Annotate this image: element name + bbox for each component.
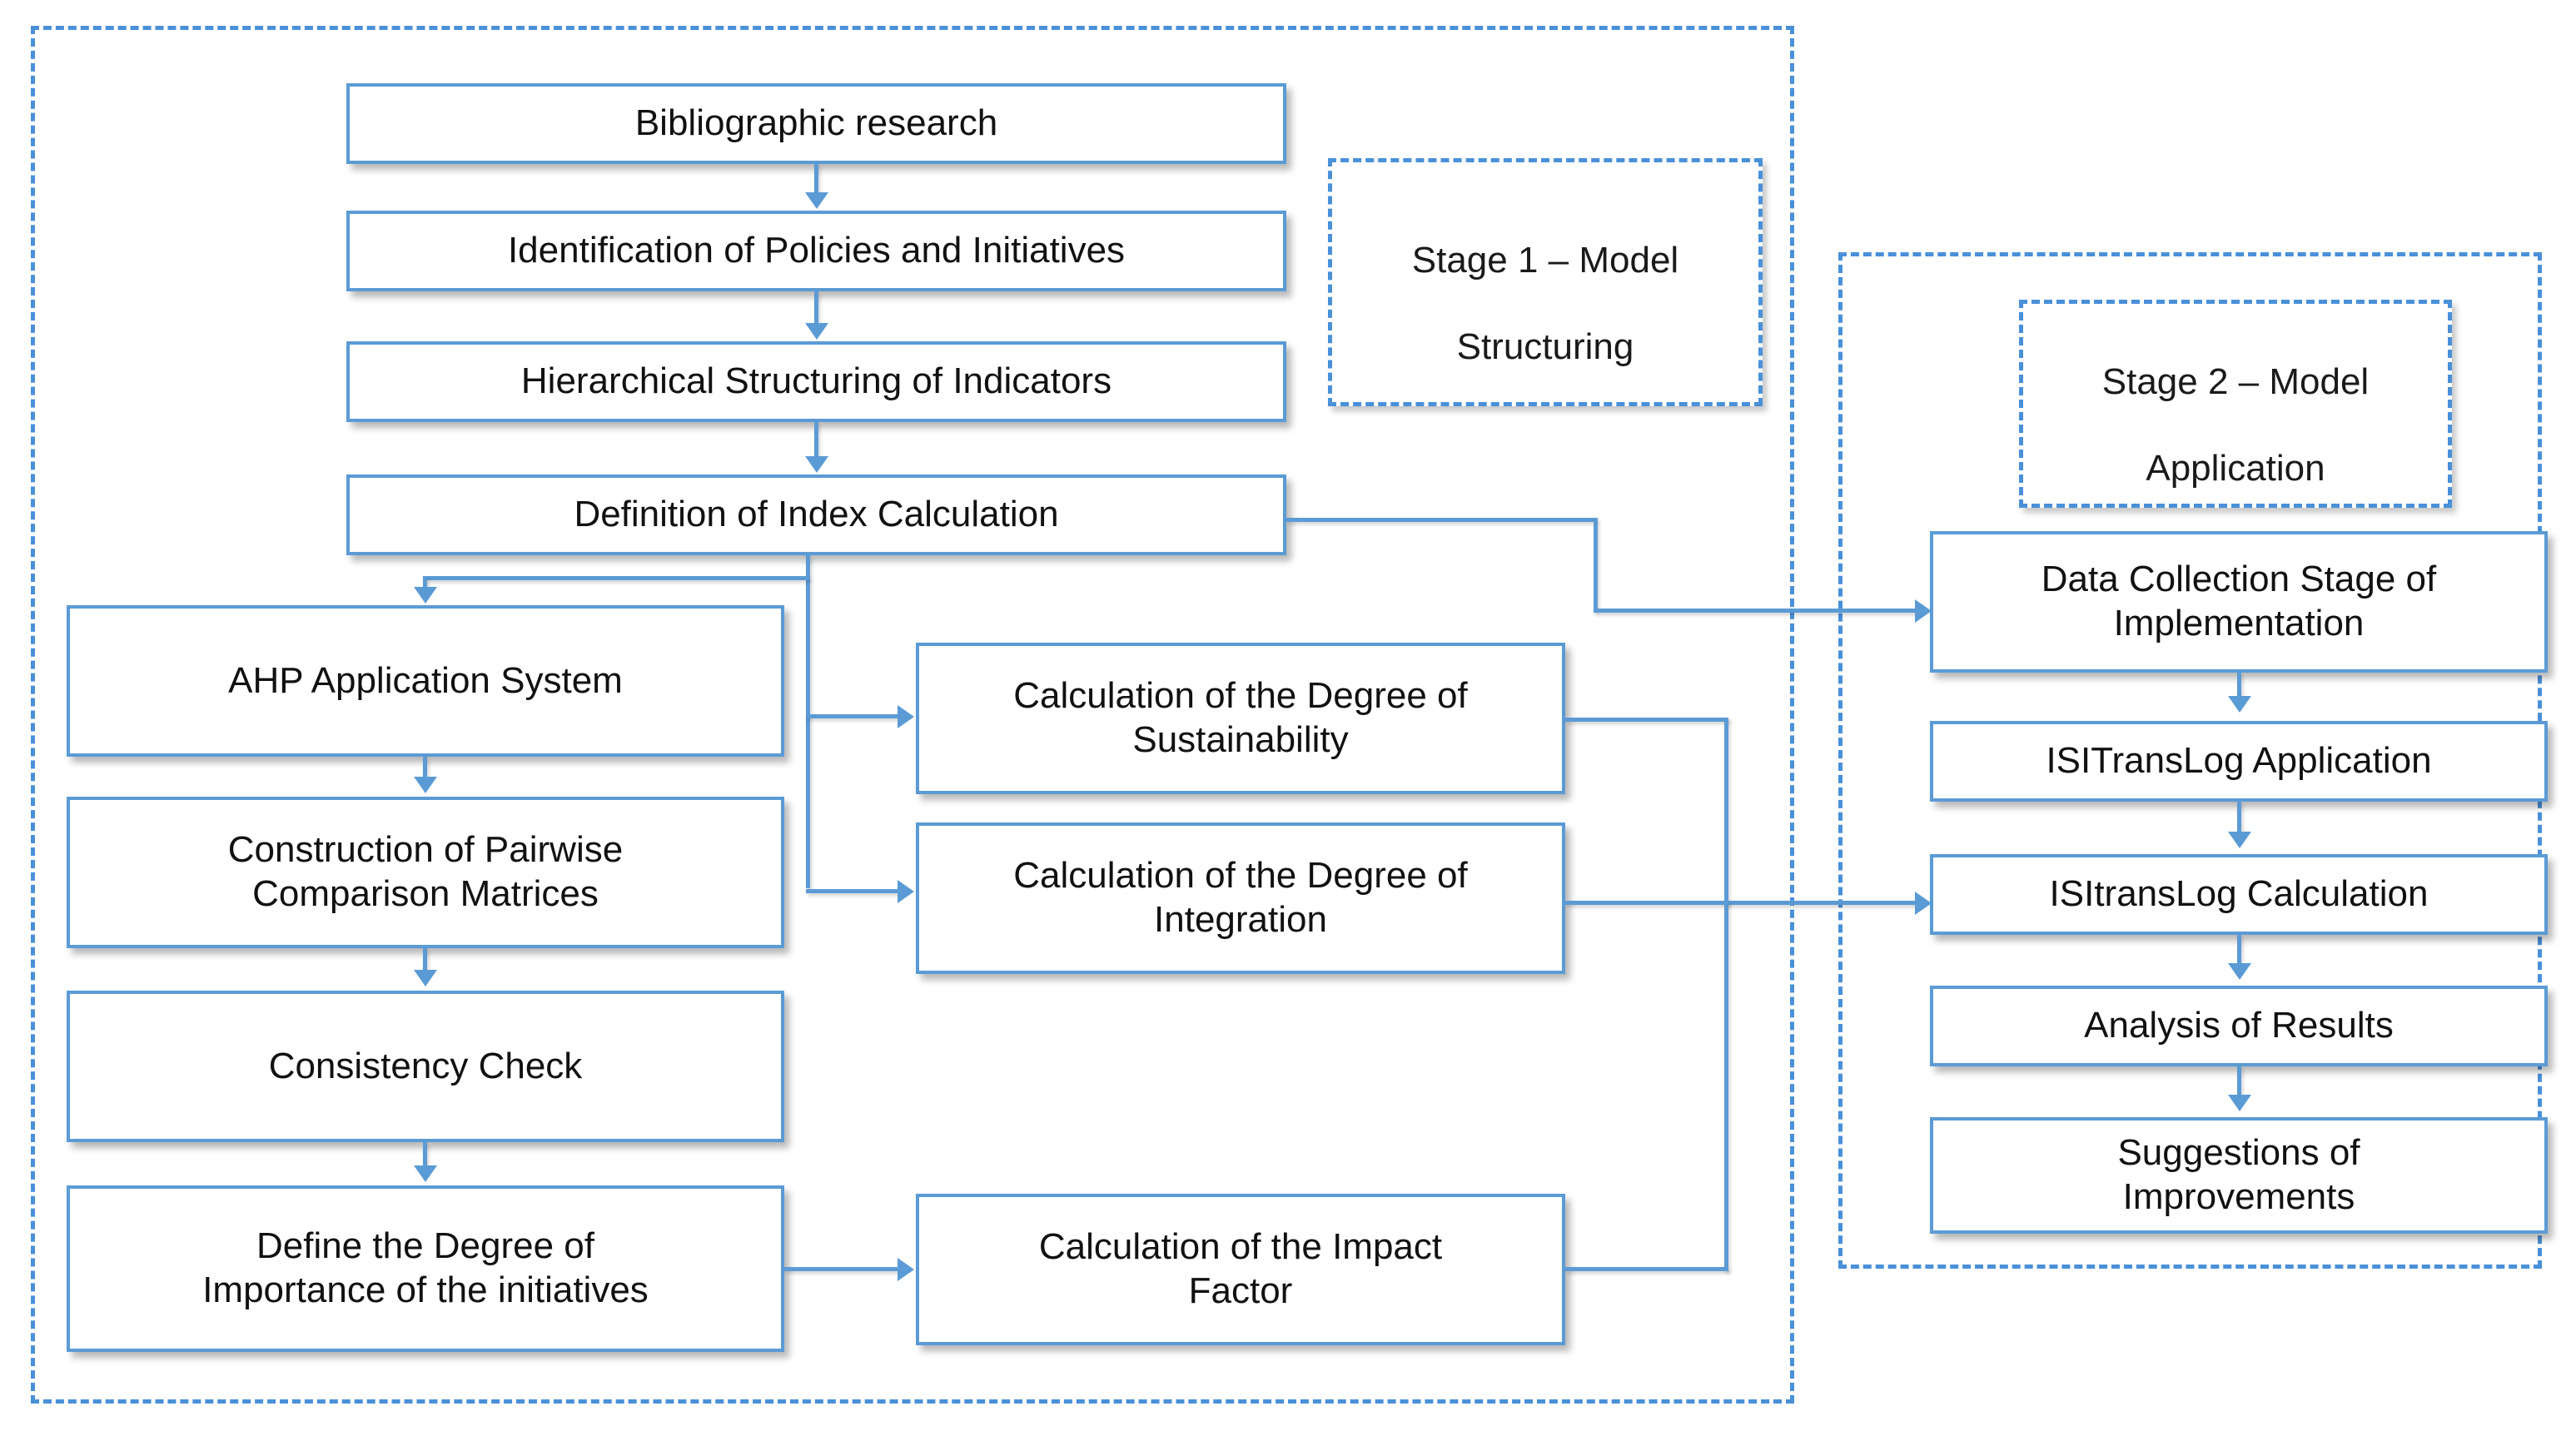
arrow-pairwise-to-consistency [414,970,437,986]
connector-sustainability-to-trunk [1565,718,1728,722]
node-bibliographic-research-label: Bibliographic research [634,102,998,144]
node-degree-importance[interactable]: Define the Degree of Importance of the i… [67,1185,784,1352]
arrow-application-to-calculation [2228,832,2251,848]
connector-integration-to-isitranslog [1565,901,1918,905]
node-isitranslog-application-label: ISITransLog Application [2046,740,2432,782]
arrow-trunk-to-sustainability [898,705,914,728]
connector-bibliographic-to-identification [814,164,818,194]
node-isitranslog-calculation-label: ISItransLog Calculation [2049,873,2429,915]
stage-1-label-line2: Structuring [1456,325,1634,367]
connector-definition-to-ahp-vertical [423,576,427,591]
connector-definition-trunk-vertical [806,555,810,888]
node-bibliographic-research[interactable]: Bibliographic research [346,83,1286,164]
connector-pairwise-to-consistency [423,948,427,971]
connector-consistency-to-importance [423,1142,427,1167]
node-suggestions-improvements[interactable]: Suggestions of Improvements [1930,1117,2548,1234]
node-impact-factor-label: Calculation of the Impact Factor [1038,1226,1443,1311]
arrow-analysis-to-suggestions [2228,1095,2251,1111]
connector-datacollection-to-application [2237,673,2241,698]
arrow-hierarchical-to-definition [805,456,828,473]
node-degree-integration[interactable]: Calculation of the Degree of Integration [916,822,1565,974]
node-suggestions-improvements-label: Suggestions of Improvements [2117,1132,2360,1217]
node-isitranslog-calculation[interactable]: ISItransLog Calculation [1930,854,2548,935]
arrow-trunk-to-integration [898,880,914,903]
arrow-datacollection-to-application [2228,696,2251,713]
node-pairwise-matrices-label: Construction of Pairwise Comparison Matr… [227,829,624,914]
arrow-ahp-to-pairwise [414,777,437,793]
arrow-identification-to-hierarchical [805,323,828,340]
arrow-importance-to-impact [898,1258,914,1281]
node-identification-policies-label: Identification of Policies and Initiativ… [507,230,1126,271]
arrow-calculation-to-analysis [2228,963,2251,980]
connector-definition-to-datacollection-h2 [1594,609,1918,613]
node-ahp-application[interactable]: AHP Application System [67,605,784,757]
stage-2-label: Stage 2 – Model Application [2019,300,2452,508]
arrow-definition-to-datacollection [1915,599,1932,623]
node-pairwise-matrices[interactable]: Construction of Pairwise Comparison Matr… [67,797,784,948]
node-impact-factor[interactable]: Calculation of the Impact Factor [916,1194,1565,1345]
connector-definition-to-datacollection-h1 [1286,518,1596,522]
connector-application-to-calculation [2237,802,2241,833]
arrow-integration-to-isitranslog [1915,892,1932,915]
connector-importance-to-impact [784,1267,899,1271]
node-degree-sustainability[interactable]: Calculation of the Degree of Sustainabil… [916,643,1565,794]
connector-trunk-to-integration [806,889,899,893]
node-hierarchical-structuring[interactable]: Hierarchical Structuring of Indicators [346,341,1286,422]
node-hierarchical-structuring-label: Hierarchical Structuring of Indicators [520,360,1112,402]
stage-2-label-line1: Stage 2 – Model [2101,361,2370,403]
connector-right-trunk-upper [1724,718,1728,905]
stage-1-container [31,26,1794,1404]
stage-1-label: Stage 1 – Model Structuring [1328,158,1763,406]
connector-right-trunk-lower [1724,901,1728,1271]
node-consistency-check[interactable]: Consistency Check [67,991,784,1142]
arrow-consistency-to-importance [414,1165,437,1182]
node-isitranslog-application[interactable]: ISITransLog Application [1930,721,2548,802]
connector-identification-to-hierarchical [814,291,818,325]
connector-ahp-to-pairwise [423,757,427,778]
node-degree-sustainability-label: Calculation of the Degree of Sustainabil… [1013,675,1468,760]
node-definition-index-label: Definition of Index Calculation [574,494,1059,535]
connector-trunk-to-sustainability [806,714,899,718]
node-consistency-check-label: Consistency Check [268,1045,583,1086]
node-ahp-application-label: AHP Application System [228,659,623,701]
connector-impact-to-trunk [1565,1267,1728,1271]
node-analysis-results[interactable]: Analysis of Results [1930,986,2548,1066]
connector-definition-to-datacollection-v [1594,518,1598,611]
node-degree-integration-label: Calculation of the Degree of Integration [1013,855,1468,940]
connector-hierarchical-to-definition [814,422,818,458]
node-data-collection[interactable]: Data Collection Stage of Implementation [1930,531,2548,673]
connector-definition-to-ahp-horizontal [425,576,809,580]
node-definition-index[interactable]: Definition of Index Calculation [346,475,1286,555]
connector-calculation-to-analysis [2237,935,2241,965]
arrow-definition-to-ahp [414,587,437,604]
node-degree-importance-label: Define the Degree of Importance of the i… [202,1225,649,1310]
arrow-bibliographic-to-identification [805,192,828,209]
stage-2-label-line2: Application [2146,447,2325,489]
node-identification-policies[interactable]: Identification of Policies and Initiativ… [346,211,1286,291]
node-analysis-results-label: Analysis of Results [2084,1005,2394,1046]
connector-analysis-to-suggestions [2237,1066,2241,1096]
stage-1-label-line1: Stage 1 – Model [1411,240,1679,281]
node-data-collection-label: Data Collection Stage of Implementation [2041,559,2437,643]
